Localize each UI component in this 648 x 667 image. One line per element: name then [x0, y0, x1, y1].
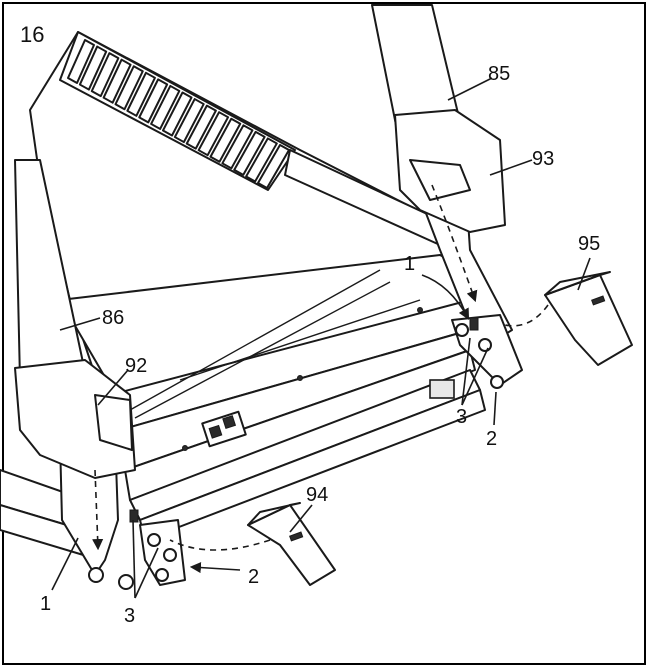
- left-bracket: [88, 509, 186, 590]
- callout-93: 93: [532, 148, 554, 170]
- callout-85: 85: [488, 63, 510, 85]
- belt-rib: [90, 52, 120, 98]
- callout-2-left: 2: [248, 566, 259, 588]
- belt-rib: [126, 71, 156, 117]
- callout-1-right: 1: [404, 253, 415, 275]
- callout-92: 92: [125, 355, 147, 377]
- walking-belt-ribs: [59, 31, 296, 191]
- belt-rib: [150, 84, 181, 130]
- belt-rib: [67, 39, 95, 84]
- belt-rib: [102, 58, 132, 104]
- power-switch: [201, 410, 247, 448]
- belt-rib: [162, 91, 193, 137]
- belt-rib: [245, 137, 278, 183]
- belt-rib: [233, 130, 266, 176]
- left-upright-cover: [14, 359, 136, 479]
- belt-rib: [78, 45, 108, 91]
- dashed-path-93: [431, 184, 478, 303]
- dashed-path-92: [92, 469, 104, 551]
- belt-rib: [257, 144, 290, 189]
- right-base-cover: [544, 271, 633, 366]
- belt-rib: [185, 104, 217, 150]
- dashed-path-94: [169, 539, 271, 551]
- belt-rib: [138, 78, 169, 124]
- callout-86: 86: [102, 307, 124, 329]
- step-number: 16: [20, 22, 44, 47]
- callout-1-left: 1: [40, 593, 51, 615]
- belt-rib: [114, 65, 144, 111]
- callout-2-right: 2: [486, 428, 497, 450]
- belt-rib: [221, 124, 254, 170]
- leader-lines: [51, 77, 591, 599]
- callout-3-left: 3: [124, 605, 135, 627]
- left-base-cover: [247, 502, 336, 586]
- callout-3-right: 3: [456, 406, 467, 428]
- belt-rib: [197, 111, 230, 157]
- dashed-path-95: [504, 304, 549, 327]
- base-frame: [0, 369, 486, 561]
- belt-rib: [173, 98, 205, 144]
- callout-95: 95: [578, 233, 600, 255]
- right-upright-cover: [394, 109, 506, 233]
- callout-94: 94: [306, 484, 328, 506]
- belt-rib: [209, 117, 242, 163]
- treadmill-hood: [29, 31, 476, 501]
